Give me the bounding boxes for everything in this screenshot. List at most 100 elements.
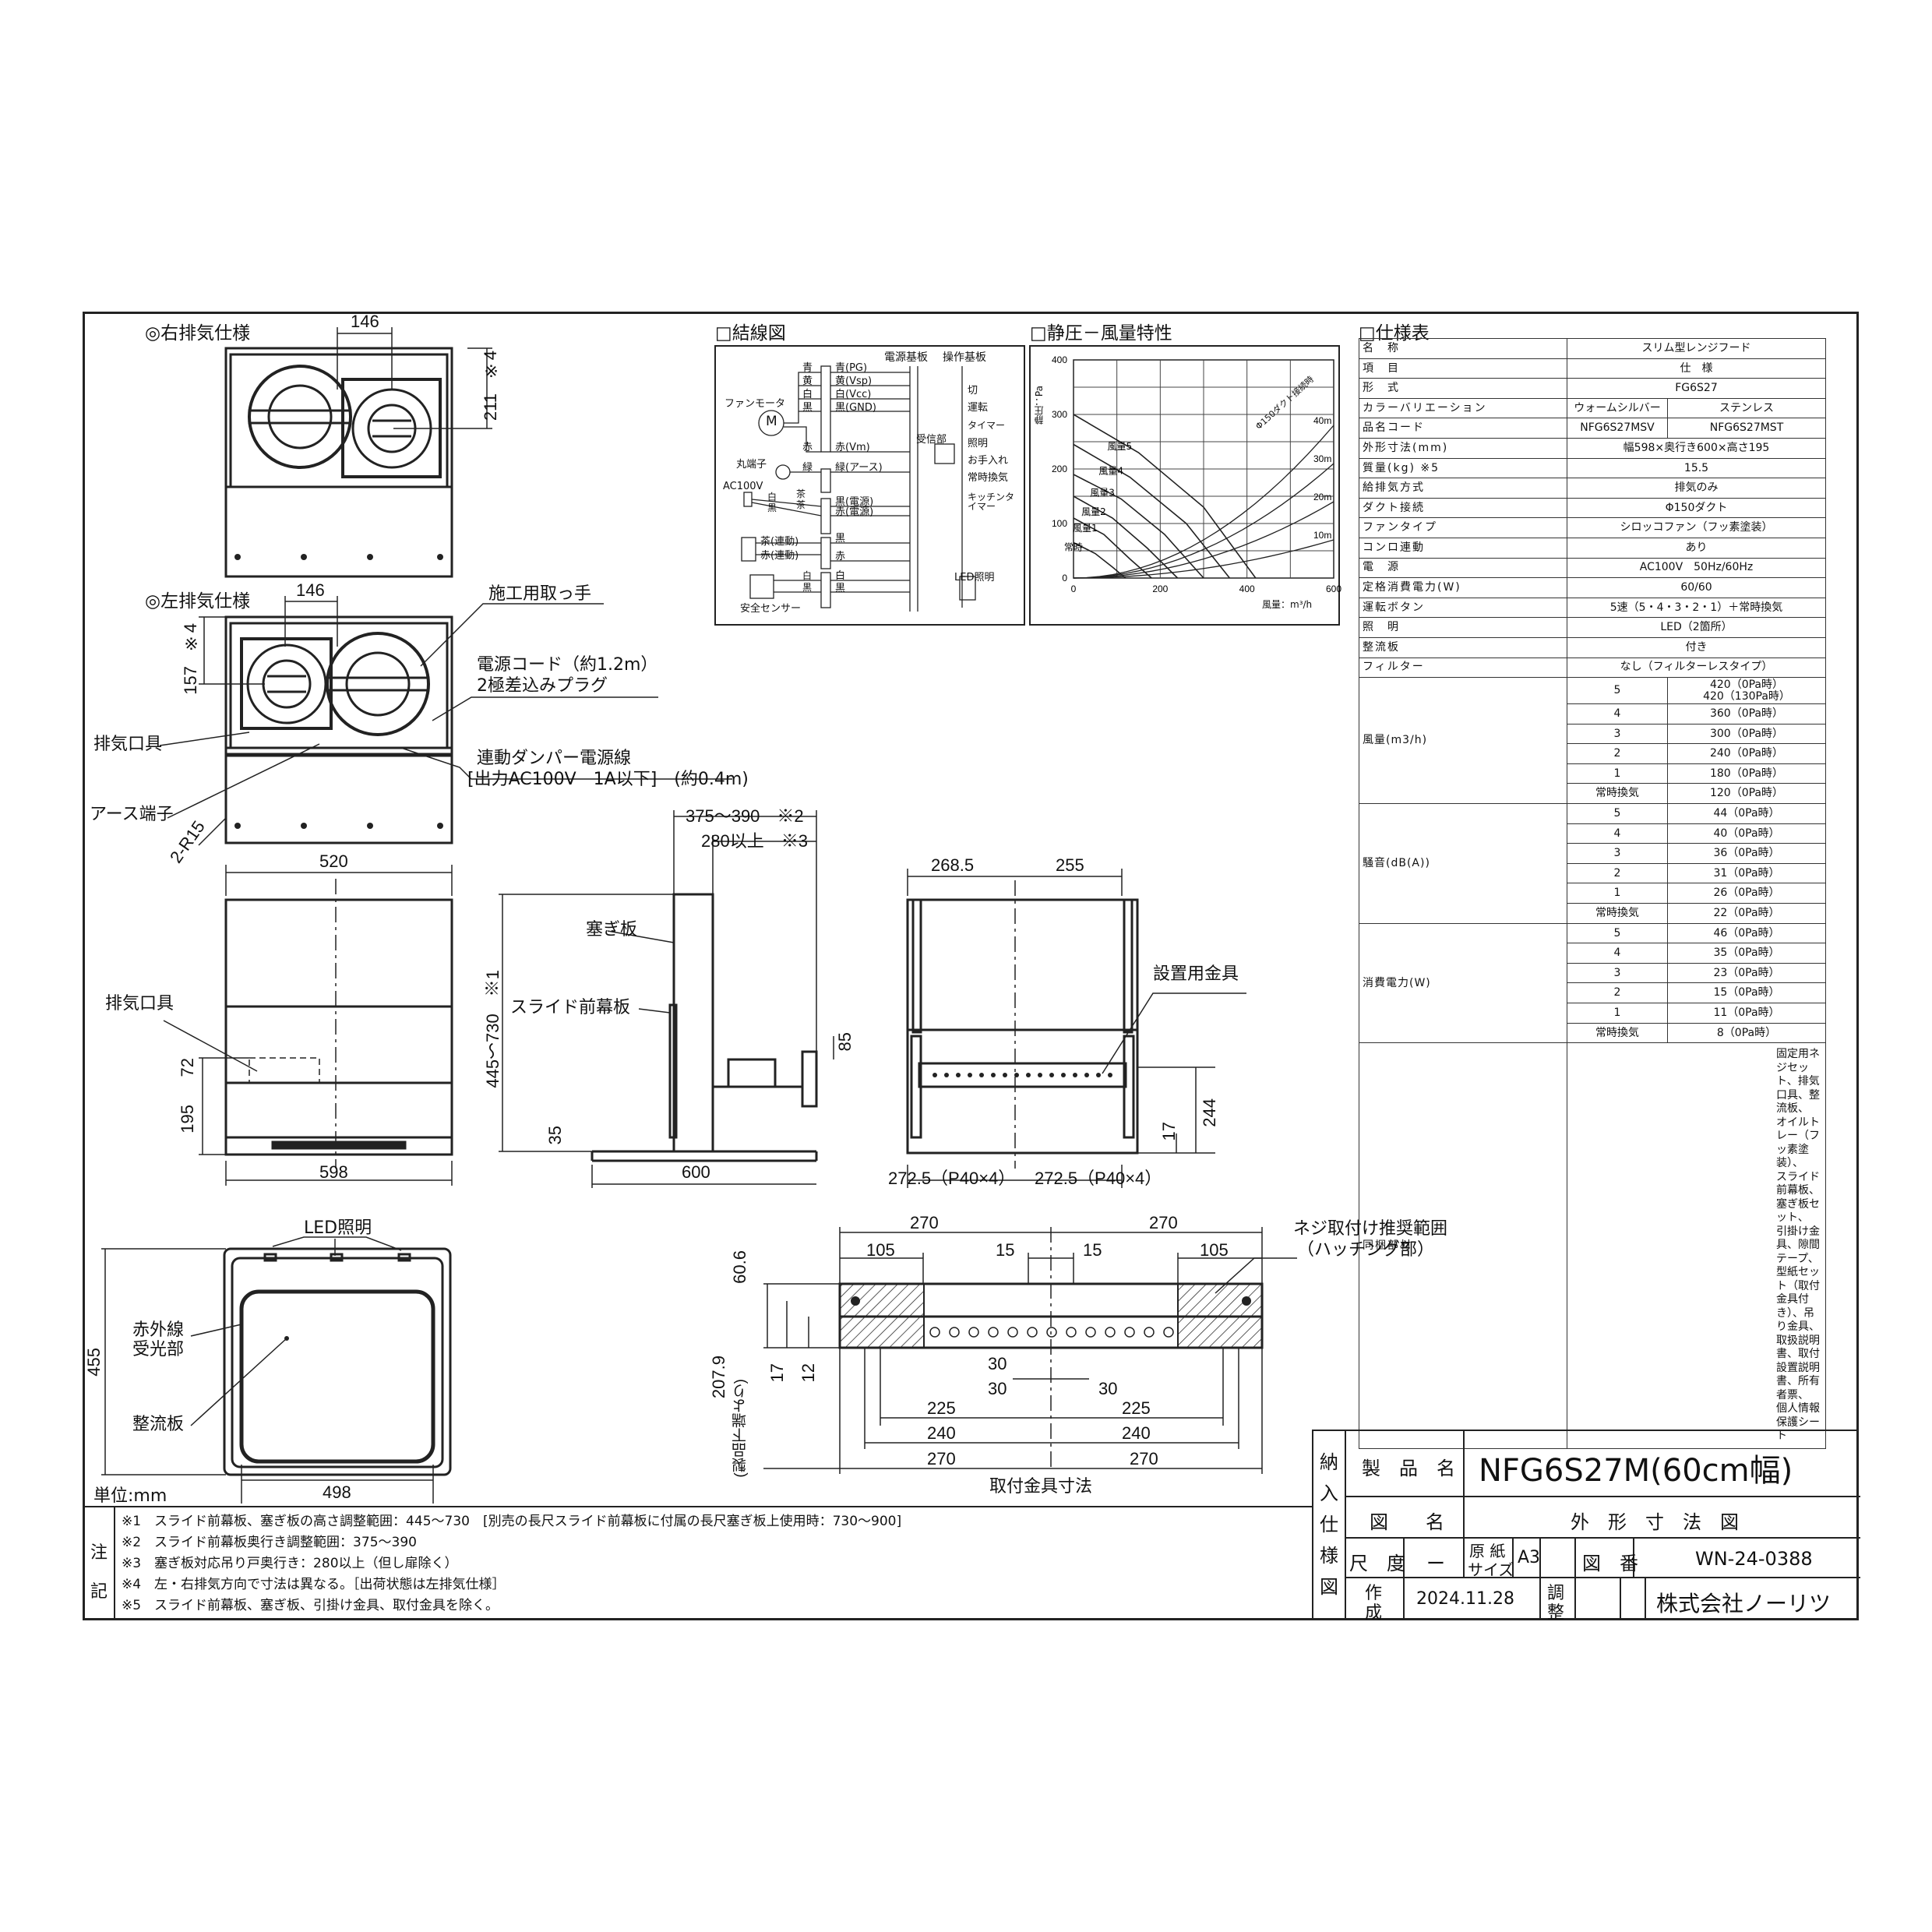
- wiring-fan-motor: ファンモータ: [724, 398, 786, 410]
- spec-group-level: 常時換気: [1567, 1022, 1668, 1044]
- tb-paper-value: A3: [1518, 1548, 1541, 1567]
- dim-146-left: 146: [296, 580, 325, 600]
- spec-group-level: 5: [1567, 677, 1668, 705]
- spec-value: 排気のみ: [1567, 478, 1826, 499]
- notes-label-1: 記: [90, 1582, 108, 1602]
- callout-ir1: 赤外線: [132, 1320, 185, 1340]
- spec-group-level: 3: [1567, 843, 1668, 864]
- callout-led: LED照明: [304, 1218, 372, 1238]
- chart-series-label: 風量3: [1090, 488, 1115, 499]
- spec-group-level: 2: [1567, 862, 1668, 884]
- tb-side-0: 納: [1320, 1451, 1338, 1473]
- wiring-shw-1: 黒: [802, 582, 813, 593]
- dim-240-a: 240: [927, 1423, 956, 1443]
- note-1: ※1 スライド前幕板、塞ぎ板の高さ調整範囲：445～730 [別売の長尺スライド…: [122, 1514, 902, 1529]
- spec-value: NFG6S27MSV: [1567, 418, 1668, 439]
- wiring-op-3: 照明: [968, 438, 989, 450]
- dim-255: 255: [1056, 855, 1084, 875]
- wiring-pin-9: 赤: [835, 551, 846, 562]
- spec-group-level: 4: [1567, 943, 1668, 964]
- wiring-pin-1: 黄(Vsp): [835, 375, 873, 387]
- callout-damper2: [出力AC100V 1A以下] (約0.4m): [467, 770, 749, 789]
- dim-15-a: 15: [996, 1240, 1015, 1260]
- wiring-pin-11: 黒: [835, 583, 846, 594]
- chart-ytick: 200: [1052, 464, 1067, 474]
- spec-group-value: 300（0Pa時）: [1667, 723, 1826, 745]
- tb-side-2: 仕: [1320, 1514, 1338, 1535]
- tb-made-key2: 成: [1365, 1603, 1383, 1623]
- tb-num-key: 図 番: [1582, 1553, 1638, 1574]
- spec-key: 照 明: [1359, 617, 1567, 638]
- callout-damper1: 連動ダンパー電源線: [477, 749, 632, 768]
- chart-duct-curve: [1073, 501, 1334, 579]
- dim-225-a: 225: [927, 1398, 956, 1418]
- wiring-pin-2: 白(Vcc): [835, 389, 872, 400]
- tb-paper-key1: 原 紙: [1469, 1542, 1506, 1560]
- chart-series-line: [1073, 541, 1126, 579]
- left-exhaust-title: ◎左排気仕様: [145, 591, 251, 612]
- chart-box: [1029, 345, 1340, 626]
- callout-cord1: 電源コード（約1.2m）: [477, 655, 658, 675]
- wiring-link2: 赤(連動): [760, 550, 799, 562]
- spec-group-value: 240（0Pa時）: [1667, 743, 1826, 764]
- callout-handle: 施工用取っ手: [488, 584, 592, 604]
- spec-group-level: 3: [1567, 723, 1668, 745]
- chart-xlabel: 風量：m³/h: [1262, 599, 1313, 610]
- callout-ir2: 受光部: [132, 1340, 185, 1359]
- wiring-led: LED照明: [954, 572, 995, 583]
- spec-key: 品名コード: [1359, 418, 1567, 439]
- wiring-pin-8: 黒: [835, 533, 846, 545]
- note-4: ※4 左・右排気方向で寸法は異なる。［出荷状態は左排気仕様］: [122, 1577, 506, 1592]
- chart-duct-curve-label: 40m: [1313, 415, 1331, 426]
- tb-side-4: 図: [1320, 1576, 1338, 1598]
- wiring-pin-7: 赤(電源): [835, 506, 874, 518]
- spec-bundled-key: 同梱部材: [1359, 1042, 1567, 1449]
- wiring-wire-0: 青: [802, 362, 813, 374]
- right-exhaust-title: ◎右排気仕様: [145, 323, 251, 344]
- wiring-title: □結線図: [715, 323, 786, 344]
- spec-key: 定格消費電力(W): [1359, 577, 1567, 598]
- chart-duct-curve-label: 30m: [1313, 453, 1331, 464]
- chart-xtick: 200: [1152, 583, 1168, 594]
- tb-made-key1: 作: [1365, 1584, 1383, 1603]
- wiring-op-5: 常時換気: [968, 472, 1009, 484]
- note-5: ※5 スライド前幕板、塞ぎ板、引掛け金具、取付金具を除く。: [122, 1598, 499, 1613]
- wiring-pin-0: 青(PG): [835, 362, 868, 374]
- spec-value: 付き: [1567, 636, 1826, 658]
- spec-group-level: 2: [1567, 743, 1668, 764]
- callout-exhaust-port2: 排気口具: [105, 994, 175, 1014]
- dim-105-b: 105: [1200, 1240, 1229, 1260]
- wiring-wire-5: 緑: [802, 462, 813, 474]
- title-block: 納 入 仕 様 図 製 品 名 NFG6S27M(60cm幅) 図 名 外 形 …: [1312, 1430, 1860, 1623]
- dim-600: 600: [682, 1162, 710, 1182]
- chart-xtick: 400: [1239, 583, 1255, 594]
- spec-group-level: 5: [1567, 922, 1668, 944]
- chart-series-line: [1073, 443, 1231, 579]
- chart-ytick: 300: [1052, 409, 1067, 420]
- spec-group-level: 1: [1567, 763, 1668, 784]
- chart-ytick: 100: [1052, 518, 1067, 529]
- callout-closing-board: 塞ぎ板: [586, 920, 638, 940]
- spec-key: 給排気方式: [1359, 478, 1567, 499]
- spec-key: 電 源: [1359, 557, 1567, 579]
- spec-group-level: 2: [1567, 982, 1668, 1003]
- spec-group-level: 5: [1567, 803, 1668, 824]
- note-3: ※3 塞ぎ板対応吊り戸奥行き：280以上（但し扉除く）: [122, 1556, 458, 1571]
- chart-xtick: 600: [1326, 583, 1341, 594]
- chart-ytick: 400: [1052, 354, 1067, 365]
- spec-group-value: 31（0Pa時）: [1667, 862, 1826, 884]
- tb-made-value: 2024.11.28: [1416, 1589, 1514, 1609]
- chart-duct-curve-label: 20m: [1313, 492, 1331, 502]
- dim-520: 520: [319, 851, 348, 871]
- wiring-pin-3: 黒(GND): [835, 402, 876, 414]
- wiring-bw-0: 白: [767, 492, 777, 502]
- callout-straightener: 整流板: [132, 1415, 185, 1434]
- tb-side-3: 様: [1320, 1545, 1338, 1567]
- wiring-board-power: 電源基板: [884, 351, 928, 364]
- dim-225-b: 225: [1122, 1398, 1151, 1418]
- spec-key: 形 式: [1359, 378, 1567, 399]
